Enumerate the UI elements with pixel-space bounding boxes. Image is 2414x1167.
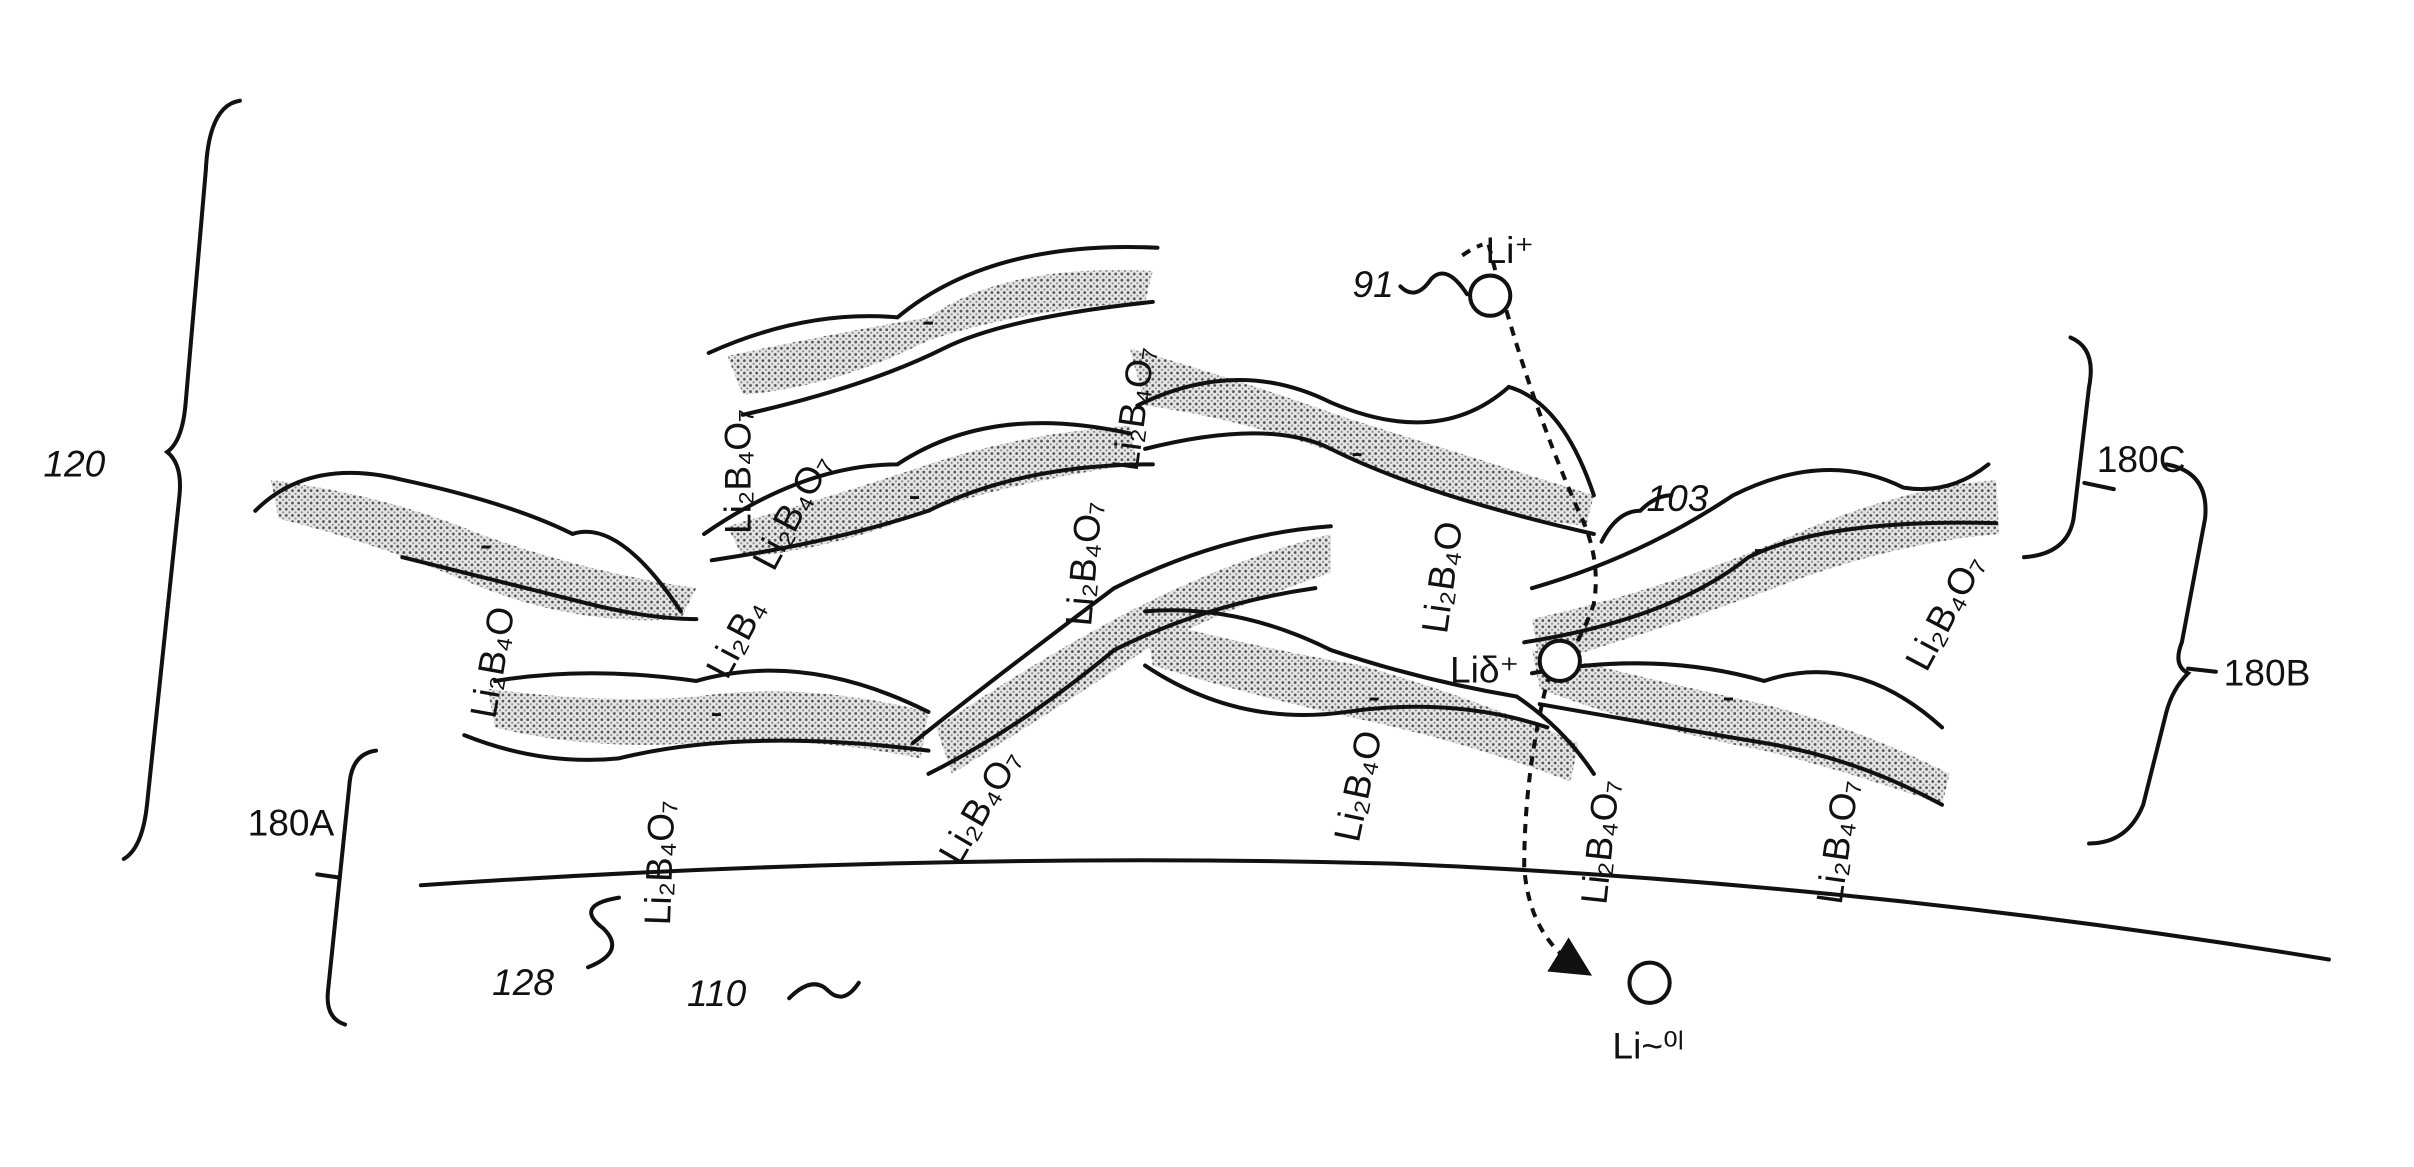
formula-labels: Li₂B₄O₇ Li₂B₄O₇ Li₂B₄O₇ Li₂B₄O Li₂B₄ Li₂… [462,344,1993,926]
minus-sign: - [1753,526,1765,568]
ref-128: 128 [492,961,554,1003]
brace-180C [2022,335,2093,560]
lithium-ion-91-icon [1468,273,1513,318]
lithium-atom-icon [1627,960,1672,1005]
leader-180C [2082,480,2116,492]
brace-180A [325,748,379,1027]
leader-128 [586,895,621,970]
ion-label-li-delta: Liδ⁺ [1450,649,1519,691]
brace-120 [121,98,242,861]
ion-migration-path [1486,244,1598,976]
minus-sign: - [1351,430,1363,472]
leader-180B [2186,666,2218,674]
minus-sign: - [480,523,492,565]
ref-180B: 180B [2224,652,2311,694]
formula-label: Li₂B₄O₇ [717,409,759,534]
formula-label: Li₂B₄O₇ [1104,344,1163,474]
lithium-ion-delta-icon [1537,638,1582,684]
formula-label: Li₂B₄O₇ [636,799,682,925]
formula-label: Li₂B₄O [1413,519,1470,636]
minus-sign: - [1368,675,1380,717]
leader-180A [315,872,341,880]
formula-label: Li₂B₄O₇ [1897,547,1993,677]
ref-103: 103 [1646,477,1708,519]
brace-180B [2087,462,2208,846]
charge-markers: - - - - - - - - [480,299,1766,733]
minus-sign: - [1722,675,1734,717]
formula-label: Li₂B₄O₇ [930,742,1029,871]
leader-91 [1398,271,1469,297]
formula-label: Li₂B₄O [1325,727,1389,845]
minus-sign: - [710,690,722,732]
minus-sign: - [922,299,934,341]
ref-91: 91 [1352,263,1393,305]
ref-180C: 180C [2097,438,2186,480]
ref-110: 110 [687,972,747,1014]
ion-label-li-zero: Li~⁰ˡ [1612,1025,1683,1067]
formula-label: Li₂B₄O₇ [1572,778,1627,907]
ref-120: 120 [43,443,105,485]
formula-label: Li₂B₄O₇ [1057,499,1110,627]
leader-110 [787,980,861,1001]
minus-sign: - [908,474,920,516]
ref-180A: 180A [248,802,335,844]
ion-label-li-plus: Li⁺ [1486,229,1535,271]
substrate-surface [418,858,2331,962]
leader-103 [1599,493,1674,544]
formula-label: Li₂B₄O₇ [1808,777,1867,907]
ion-path-start [1461,242,1484,258]
fiber-outlines [253,245,1999,807]
